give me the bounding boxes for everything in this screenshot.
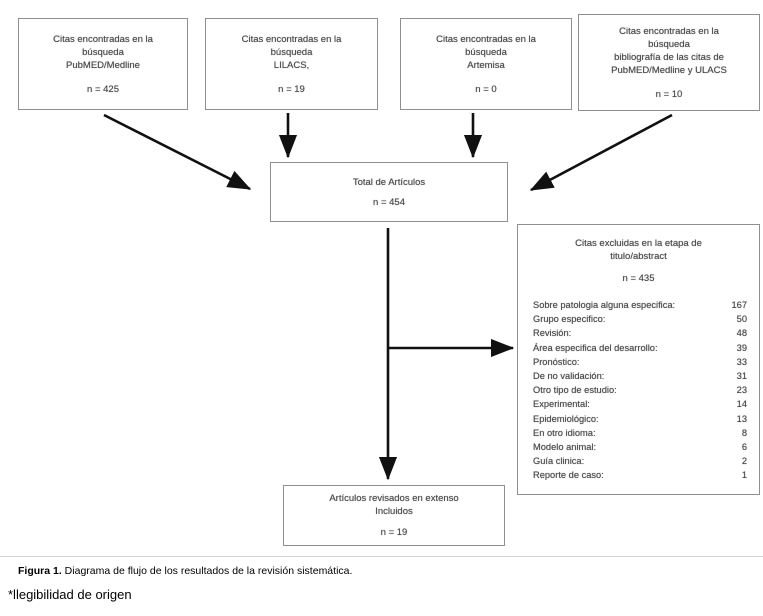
excluded-title-line: titulo/abstract bbox=[610, 251, 667, 262]
list-item: Epidemiológico: 13 bbox=[533, 412, 747, 426]
list-item: Pronóstico: 33 bbox=[533, 355, 747, 369]
reason-label: Experimental: bbox=[533, 399, 590, 410]
source-line: LILACS, bbox=[273, 59, 310, 71]
source-line: búsqueda bbox=[270, 46, 313, 58]
list-item: Experimental: 14 bbox=[533, 397, 747, 411]
reason-label: Pronóstico: bbox=[533, 356, 580, 367]
reason-label: Epidemiológico: bbox=[533, 413, 599, 424]
total-count: n = 454 bbox=[373, 196, 405, 208]
source-count: n = 0 bbox=[475, 83, 497, 95]
reason-count: 23 bbox=[736, 385, 747, 396]
total-label: Total de Artículos bbox=[352, 176, 426, 188]
source-line: búsqueda bbox=[82, 46, 124, 58]
reason-label: Grupo especifico: bbox=[533, 314, 606, 325]
source-line: Citas encontradas en la bbox=[619, 25, 719, 37]
reason-label: Revisión: bbox=[533, 328, 572, 339]
reason-count: 2 bbox=[741, 456, 747, 467]
reason-label: En otro idioma: bbox=[533, 427, 596, 438]
reason-label: De no validación: bbox=[533, 371, 605, 382]
reason-label: Otro tipo de estudio: bbox=[533, 385, 617, 396]
source-line: Artemisa bbox=[467, 59, 505, 71]
list-item: Área especifica del desarrollo: 39 bbox=[533, 341, 747, 355]
reason-count: 31 bbox=[736, 371, 747, 382]
source-box-lilacs: Citas encontradas en la búsqueda LILACS,… bbox=[205, 18, 378, 110]
reason-label: Sobre patologia alguna especifica: bbox=[533, 300, 676, 310]
list-item: Sobre patologia alguna especifica: 167 bbox=[533, 298, 747, 312]
source-line: Citas encontradas en la bbox=[436, 33, 536, 45]
list-item: Revisión: 48 bbox=[533, 326, 747, 340]
reason-count: 8 bbox=[741, 427, 747, 438]
included-articles-box: Artículos revisados en extenso Incluidos… bbox=[283, 485, 505, 546]
list-item: Reporte de caso: 1 bbox=[533, 468, 747, 482]
source-line: PubMED/Medline y ULACS bbox=[611, 64, 727, 76]
source-line: Citas encontradas en la bbox=[53, 33, 153, 45]
caption-text: Diagrama de flujo de los resultados de l… bbox=[61, 565, 353, 577]
total-articles-box: Total de Artículos n = 454 bbox=[270, 162, 508, 222]
source-box-pubmed: Citas encontradas en la búsqueda PubMED/… bbox=[18, 18, 188, 110]
reason-count: 167 bbox=[731, 300, 747, 310]
arrow-pubmed-to-total bbox=[103, 113, 252, 191]
source-line: PubMED/Medline bbox=[66, 59, 140, 71]
excluded-title-line: Citas excluidas en la etapa de bbox=[575, 238, 702, 249]
reason-label: Guía clinica: bbox=[533, 456, 585, 467]
source-count: n = 19 bbox=[278, 83, 305, 95]
reason-count: 6 bbox=[741, 442, 747, 453]
reason-count: 13 bbox=[736, 413, 747, 424]
included-count: n = 19 bbox=[380, 527, 408, 538]
list-item: En otro idioma: 8 bbox=[533, 426, 747, 440]
included-line: Artículos revisados en extenso bbox=[329, 493, 459, 504]
reason-count: 1 bbox=[741, 470, 747, 481]
included-line: Incluidos bbox=[375, 506, 413, 517]
list-item: Guía clinica: 2 bbox=[533, 454, 747, 468]
source-box-artemisa: Citas encontradas en la búsqueda Artemis… bbox=[400, 18, 572, 110]
arrow-bibliografia-to-total bbox=[529, 113, 673, 192]
reason-count: 33 bbox=[736, 356, 747, 367]
list-item: Modelo animal: 6 bbox=[533, 440, 747, 454]
source-line: Citas encontradas en la bbox=[241, 33, 342, 45]
reason-label: Reporte de caso: bbox=[533, 470, 604, 481]
caption-label: Figura 1. bbox=[18, 565, 62, 577]
list-item: Otro tipo de estudio: 23 bbox=[533, 383, 747, 397]
flow-diagram-figure: Citas encontradas en la búsqueda PubMED/… bbox=[18, 14, 760, 546]
list-item: Grupo especifico: 50 bbox=[533, 312, 747, 326]
source-box-bibliografia: Citas encontradas en la búsqueda bibliog… bbox=[578, 14, 760, 111]
excluded-reasons-list: Sobre patologia alguna especifica: 167 G… bbox=[528, 298, 749, 483]
source-count: n = 10 bbox=[655, 88, 683, 100]
excluded-citations-box: Citas excluidas en la etapa de titulo/ab… bbox=[517, 224, 760, 495]
source-line: búsqueda bbox=[648, 38, 690, 50]
excluded-count: n = 435 bbox=[622, 273, 655, 284]
source-line: bibliografía de las citas de bbox=[614, 51, 724, 63]
reason-count: 14 bbox=[736, 399, 747, 410]
source-count: n = 425 bbox=[87, 83, 119, 95]
list-item: De no validación: 31 bbox=[533, 369, 747, 383]
figure-footnote: *llegibilidad de origen bbox=[8, 587, 132, 602]
reason-count: 50 bbox=[736, 314, 747, 325]
reason-label: Modelo animal: bbox=[533, 442, 597, 453]
excluded-title: Citas excluidas en la etapa de titulo/ab… bbox=[528, 237, 749, 263]
reason-count: 48 bbox=[736, 328, 747, 339]
figure-caption: Figura 1. Diagrama de flujo de los resul… bbox=[18, 565, 352, 577]
source-line: búsqueda bbox=[465, 46, 507, 58]
caption-divider bbox=[0, 556, 763, 557]
reason-label: Área especifica del desarrollo: bbox=[533, 342, 658, 353]
reason-count: 39 bbox=[736, 342, 747, 353]
